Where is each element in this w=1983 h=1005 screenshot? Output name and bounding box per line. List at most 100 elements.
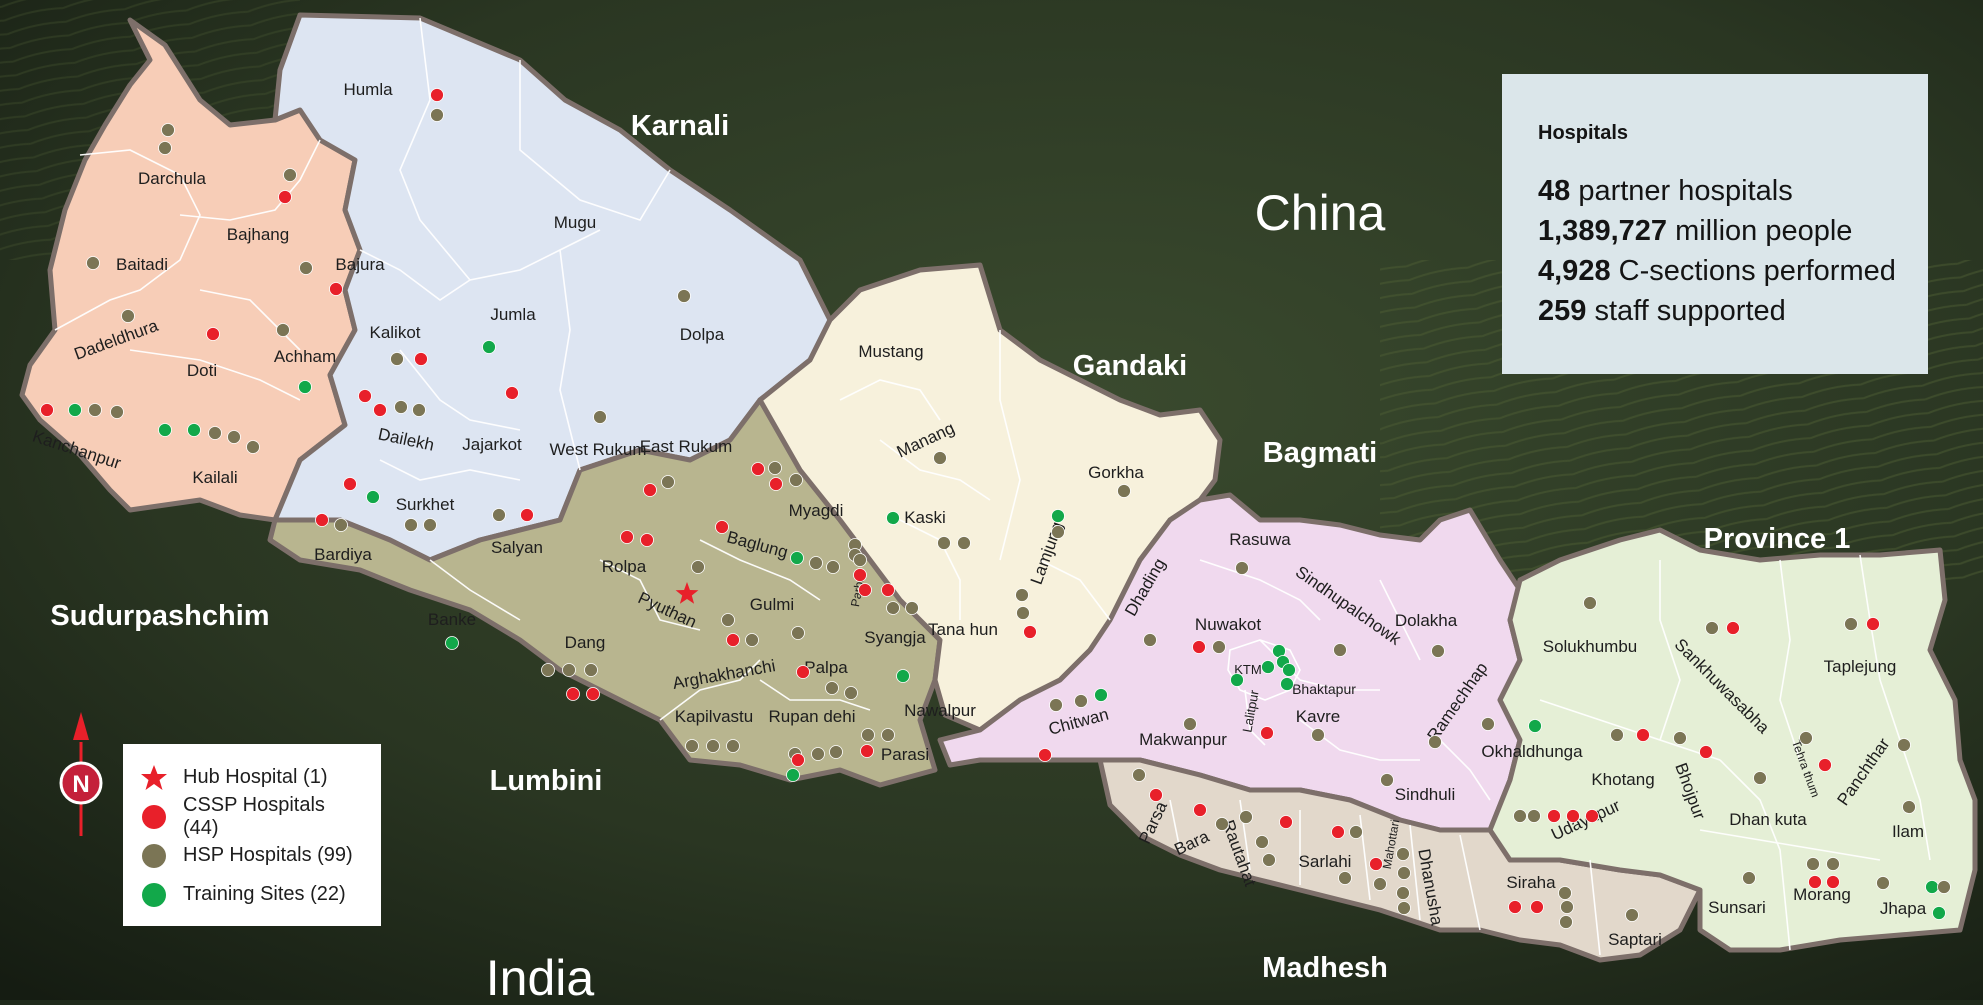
- cssp-hospital-marker[interactable]: [1192, 640, 1206, 654]
- training-site-marker[interactable]: [1925, 880, 1939, 894]
- hsp-hospital-marker[interactable]: [1826, 857, 1840, 871]
- cssp-hospital-marker[interactable]: [1149, 788, 1163, 802]
- hsp-hospital-marker[interactable]: [853, 553, 867, 567]
- cssp-hospital-marker[interactable]: [1636, 728, 1650, 742]
- hsp-hospital-marker[interactable]: [1742, 871, 1756, 885]
- hsp-hospital-marker[interactable]: [1016, 606, 1030, 620]
- hsp-hospital-marker[interactable]: [562, 663, 576, 677]
- hsp-hospital-marker[interactable]: [88, 403, 102, 417]
- cssp-hospital-marker[interactable]: [1038, 748, 1052, 762]
- hsp-hospital-marker[interactable]: [423, 518, 437, 532]
- cssp-hospital-marker[interactable]: [1260, 726, 1274, 740]
- hsp-hospital-marker[interactable]: [121, 309, 135, 323]
- hsp-hospital-marker[interactable]: [1610, 728, 1624, 742]
- hsp-hospital-marker[interactable]: [1876, 876, 1890, 890]
- cssp-hospital-marker[interactable]: [206, 327, 220, 341]
- hsp-hospital-marker[interactable]: [1074, 694, 1088, 708]
- hsp-hospital-marker[interactable]: [1333, 643, 1347, 657]
- hsp-hospital-marker[interactable]: [826, 560, 840, 574]
- hsp-hospital-marker[interactable]: [1380, 773, 1394, 787]
- cssp-hospital-marker[interactable]: [1023, 625, 1037, 639]
- cssp-hospital-marker[interactable]: [1808, 875, 1822, 889]
- hsp-hospital-marker[interactable]: [789, 473, 803, 487]
- hsp-hospital-marker[interactable]: [404, 518, 418, 532]
- cssp-hospital-marker[interactable]: [1566, 809, 1580, 823]
- hsp-hospital-marker[interactable]: [1373, 877, 1387, 891]
- hsp-hospital-marker[interactable]: [584, 663, 598, 677]
- cssp-hospital-marker[interactable]: [858, 583, 872, 597]
- hsp-hospital-marker[interactable]: [829, 745, 843, 759]
- hsp-hospital-marker[interactable]: [1255, 835, 1269, 849]
- hsp-hospital-marker[interactable]: [1753, 771, 1767, 785]
- hsp-hospital-marker[interactable]: [1897, 738, 1911, 752]
- hsp-hospital-marker[interactable]: [791, 626, 805, 640]
- cssp-hospital-marker[interactable]: [505, 386, 519, 400]
- cssp-hospital-marker[interactable]: [358, 389, 372, 403]
- hsp-hospital-marker[interactable]: [1673, 731, 1687, 745]
- hsp-hospital-marker[interactable]: [745, 633, 759, 647]
- hsp-hospital-marker[interactable]: [283, 168, 297, 182]
- hsp-hospital-marker[interactable]: [1583, 596, 1597, 610]
- hsp-hospital-marker[interactable]: [1338, 871, 1352, 885]
- training-site-marker[interactable]: [886, 511, 900, 525]
- hsp-hospital-marker[interactable]: [1481, 717, 1495, 731]
- cssp-hospital-marker[interactable]: [640, 533, 654, 547]
- cssp-hospital-marker[interactable]: [1726, 621, 1740, 635]
- training-site-marker[interactable]: [1528, 719, 1542, 733]
- cssp-hospital-marker[interactable]: [1369, 857, 1383, 871]
- cssp-hospital-marker[interactable]: [1193, 803, 1207, 817]
- hsp-hospital-marker[interactable]: [726, 739, 740, 753]
- hsp-hospital-marker[interactable]: [1397, 866, 1411, 880]
- cssp-hospital-marker[interactable]: [791, 753, 805, 767]
- hsp-hospital-marker[interactable]: [1143, 633, 1157, 647]
- training-site-marker[interactable]: [366, 490, 380, 504]
- hsp-hospital-marker[interactable]: [1527, 809, 1541, 823]
- hsp-hospital-marker[interactable]: [110, 405, 124, 419]
- hub-hospital-marker[interactable]: [675, 582, 699, 604]
- training-site-marker[interactable]: [1280, 677, 1294, 691]
- hsp-hospital-marker[interactable]: [227, 430, 241, 444]
- training-site-marker[interactable]: [1932, 906, 1946, 920]
- cssp-hospital-marker[interactable]: [1331, 825, 1345, 839]
- hsp-hospital-marker[interactable]: [1212, 640, 1226, 654]
- hsp-hospital-marker[interactable]: [1117, 484, 1131, 498]
- hsp-hospital-marker[interactable]: [661, 475, 675, 489]
- hsp-hospital-marker[interactable]: [1705, 621, 1719, 635]
- training-site-marker[interactable]: [187, 423, 201, 437]
- hsp-hospital-marker[interactable]: [1558, 886, 1572, 900]
- cssp-hospital-marker[interactable]: [566, 687, 580, 701]
- cssp-hospital-marker[interactable]: [1530, 900, 1544, 914]
- cssp-hospital-marker[interactable]: [315, 513, 329, 527]
- cssp-hospital-marker[interactable]: [1547, 809, 1561, 823]
- cssp-hospital-marker[interactable]: [726, 633, 740, 647]
- hsp-hospital-marker[interactable]: [1902, 800, 1916, 814]
- training-site-marker[interactable]: [445, 636, 459, 650]
- hsp-hospital-marker[interactable]: [299, 261, 313, 275]
- hsp-hospital-marker[interactable]: [1937, 880, 1951, 894]
- hsp-hospital-marker[interactable]: [161, 123, 175, 137]
- hsp-hospital-marker[interactable]: [1428, 735, 1442, 749]
- cssp-hospital-marker[interactable]: [1699, 745, 1713, 759]
- training-site-marker[interactable]: [1282, 663, 1296, 677]
- hsp-hospital-marker[interactable]: [957, 536, 971, 550]
- training-site-marker[interactable]: [1094, 688, 1108, 702]
- cssp-hospital-marker[interactable]: [1279, 815, 1293, 829]
- cssp-hospital-marker[interactable]: [430, 88, 444, 102]
- hsp-hospital-marker[interactable]: [886, 601, 900, 615]
- cssp-hospital-marker[interactable]: [796, 665, 810, 679]
- hsp-hospital-marker[interactable]: [1431, 644, 1445, 658]
- hsp-hospital-marker[interactable]: [768, 461, 782, 475]
- cssp-hospital-marker[interactable]: [373, 403, 387, 417]
- hsp-hospital-marker[interactable]: [721, 613, 735, 627]
- training-site-marker[interactable]: [1051, 509, 1065, 523]
- hsp-hospital-marker[interactable]: [706, 739, 720, 753]
- hsp-hospital-marker[interactable]: [1397, 901, 1411, 915]
- training-site-marker[interactable]: [1261, 660, 1275, 674]
- cssp-hospital-marker[interactable]: [620, 530, 634, 544]
- cssp-hospital-marker[interactable]: [1508, 900, 1522, 914]
- hsp-hospital-marker[interactable]: [86, 256, 100, 270]
- hsp-hospital-marker[interactable]: [394, 400, 408, 414]
- hsp-hospital-marker[interactable]: [1806, 857, 1820, 871]
- cssp-hospital-marker[interactable]: [40, 403, 54, 417]
- hsp-hospital-marker[interactable]: [1349, 825, 1363, 839]
